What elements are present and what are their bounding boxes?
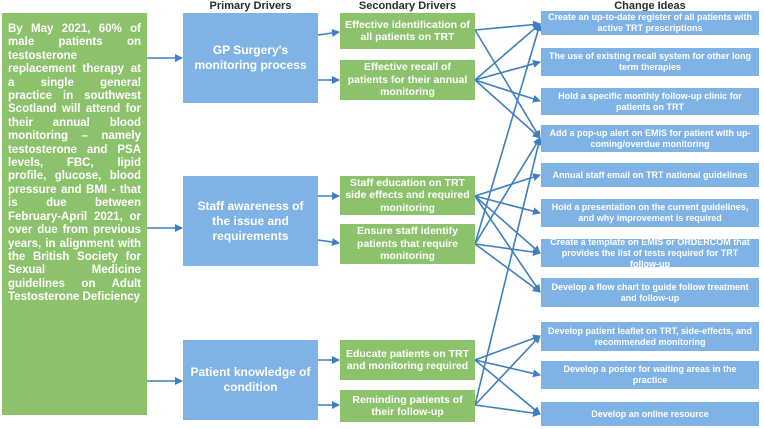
arrow-secondary-3-to-change-8 <box>474 195 541 293</box>
arrow-primary-2-to-secondary-4 <box>317 238 340 246</box>
primary-driver-patient-knowledge: Patient knowledge of condition <box>183 340 318 420</box>
header-primary-drivers: Primary Drivers <box>209 0 292 12</box>
change-idea-emis-alert: Add a pop-up alert on EMIS for patient w… <box>541 125 759 152</box>
arrow-secondary-2-to-change-4 <box>474 79 541 139</box>
arrow-secondary-6-to-change-9 <box>474 335 541 406</box>
arrow-secondary-5-to-change-11 <box>474 359 541 415</box>
secondary-driver-recall: Effective recall of patients for their a… <box>340 60 475 100</box>
arrow-secondary-3-to-change-6 <box>474 195 541 216</box>
change-idea-online-resource: Develop an online resource <box>541 402 759 426</box>
change-idea-presentation: Hold a presentation on the current guide… <box>541 199 759 227</box>
primary-driver-monitoring-process: GP Surgery's monitoring process <box>183 13 318 103</box>
arrow-secondary-3-to-change-5 <box>474 173 541 197</box>
arrow-secondary-4-to-change-8 <box>474 243 541 293</box>
change-idea-recall-system: The use of existing recall system for ot… <box>541 48 759 76</box>
arrow-secondary-1-to-change-4 <box>474 29 541 139</box>
arrow-secondary-6-to-change-11 <box>474 404 541 418</box>
arrow-secondary-1-to-change-1 <box>474 20 541 31</box>
change-idea-monthly-clinic: Hold a specific monthly follow-up clinic… <box>541 88 759 115</box>
primary-driver-staff-awareness: Staff awareness of the issue and require… <box>183 176 318 266</box>
arrow-secondary-5-to-change-9 <box>474 334 541 361</box>
change-idea-template: Create a template on EMIS or ORDERCOM th… <box>541 237 759 269</box>
arrow-secondary-2-to-change-3 <box>474 79 541 103</box>
change-idea-flow-chart: Develop a flow chart to guide follow tre… <box>541 278 759 307</box>
change-idea-leaflet: Develop patient leaflet on TRT, side-eff… <box>541 322 759 351</box>
arrow-primary-1-to-secondary-1 <box>317 29 340 37</box>
arrow-secondary-6-to-change-4 <box>474 137 543 406</box>
secondary-driver-identification: Effective identification of all patients… <box>340 13 475 49</box>
arrow-secondary-2-to-change-2 <box>474 60 541 81</box>
arrow-secondary-4-to-change-4 <box>474 137 541 245</box>
change-idea-poster: Develop a poster for waiting areas in th… <box>541 361 759 389</box>
arrow-secondary-4-to-change-7 <box>474 243 541 257</box>
arrow-secondary-2-to-change-1 <box>474 23 541 81</box>
arrow-secondary-4-to-change-1 <box>474 23 542 245</box>
aim-statement: By May 2021, 60% of male patients on tes… <box>2 13 147 415</box>
secondary-driver-staff-education: Staff education on TRT side effects and … <box>340 176 475 215</box>
secondary-driver-reminding-patients: Reminding patients of their follow-up <box>340 390 475 422</box>
header-secondary-drivers: Secondary Drivers <box>358 0 457 12</box>
change-idea-register: Create an up-to-date register of all pat… <box>541 11 759 35</box>
secondary-driver-educate-patients: Educate patients on TRT and monitoring r… <box>340 340 475 380</box>
secondary-driver-staff-identify: Ensure staff identify patients that requ… <box>340 224 475 264</box>
change-idea-staff-email: Annual staff email on TRT national guide… <box>541 163 759 187</box>
header-change-ideas: Change Ideas <box>614 0 686 12</box>
